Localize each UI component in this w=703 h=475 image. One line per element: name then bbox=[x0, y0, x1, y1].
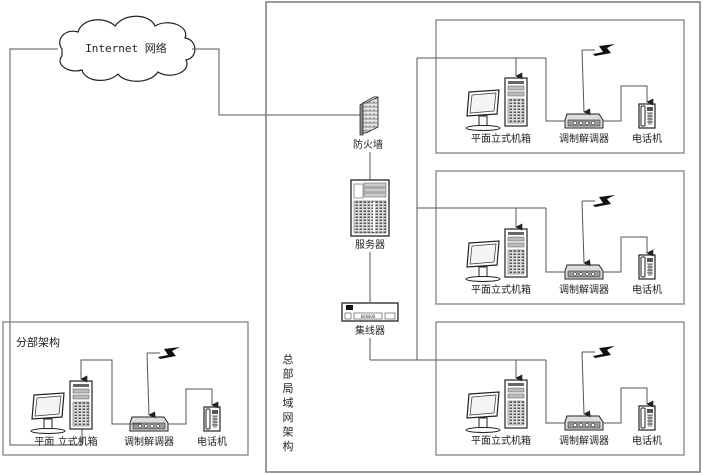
link-modem-phone bbox=[168, 388, 219, 425]
headquarters-label: 总部局域网架构 bbox=[283, 352, 294, 453]
pc-label: 平面立式机箱 bbox=[471, 434, 531, 447]
phone-icon[interactable] bbox=[638, 254, 656, 280]
hq-unit-box-1 bbox=[435, 19, 685, 154]
link-bus-modem bbox=[545, 360, 565, 424]
tower-pc-icon[interactable] bbox=[504, 77, 528, 127]
wireless-signal-icon bbox=[593, 195, 615, 207]
hq-unit-box-3 bbox=[435, 321, 685, 456]
branch-unit: 平面 立式机箱 调制解调器 电话机 bbox=[30, 347, 227, 448]
phone-label: 电话机 bbox=[632, 132, 662, 145]
link-signal-modem bbox=[146, 352, 156, 419]
link-modem-tower bbox=[80, 359, 142, 425]
server-label: 服务器 bbox=[355, 238, 385, 251]
modem-label: 调制解调器 bbox=[559, 132, 609, 145]
link-internet-branch bbox=[9, 48, 83, 446]
pc-label: 平面 立式机箱 bbox=[34, 435, 97, 448]
modem-label: 调制解调器 bbox=[559, 283, 609, 296]
link-signal-modem bbox=[581, 351, 591, 418]
pc-label: 平面立式机箱 bbox=[471, 132, 531, 145]
monitor-icon[interactable] bbox=[30, 392, 66, 435]
hq-2-unit: 平面立式机箱 调制解调器 电话机 bbox=[465, 195, 662, 296]
hq-unit-box-2 bbox=[435, 170, 685, 305]
link-internet-firewall bbox=[192, 48, 362, 116]
phone-label: 电话机 bbox=[632, 283, 662, 296]
tower-pc-icon[interactable] bbox=[69, 380, 93, 430]
link-modem-phone bbox=[603, 387, 654, 424]
link-signal-modem bbox=[581, 200, 591, 267]
monitor-icon[interactable] bbox=[465, 89, 501, 132]
hq-1-unit: 平面立式机箱 调制解调器 电话机 bbox=[465, 44, 662, 145]
tower-pc-icon[interactable] bbox=[504, 228, 528, 278]
phone-label: 电话机 bbox=[632, 434, 662, 447]
firewall[interactable] bbox=[359, 96, 379, 136]
internet-cloud: Internet 网络 bbox=[59, 15, 196, 82]
wireless-signal-icon bbox=[158, 347, 180, 359]
modem-icon[interactable] bbox=[564, 415, 604, 431]
internet-label: Internet 网络 bbox=[85, 41, 167, 55]
link-signal-modem bbox=[581, 49, 591, 116]
branch-label: 分部架构 bbox=[16, 335, 60, 349]
link-bus-modem bbox=[545, 58, 565, 122]
hub-label: 集线器 bbox=[355, 324, 385, 337]
hub[interactable]: 000000 bbox=[341, 302, 399, 322]
server[interactable] bbox=[350, 179, 390, 237]
tower-pc-icon[interactable] bbox=[504, 379, 528, 429]
svg-text:000000: 000000 bbox=[361, 314, 376, 319]
phone-label: 电话机 bbox=[197, 435, 227, 448]
headquarters-box bbox=[265, 1, 701, 473]
monitor-icon[interactable] bbox=[465, 240, 501, 283]
branch-box bbox=[2, 321, 249, 456]
wireless-signal-icon bbox=[593, 346, 615, 358]
hq-3-unit: 平面立式机箱 调制解调器 电话机 bbox=[465, 346, 662, 447]
link-modem-phone bbox=[603, 85, 654, 122]
link-modem-phone bbox=[603, 236, 654, 273]
pc-label: 平面立式机箱 bbox=[471, 283, 531, 296]
wireless-signal-icon bbox=[593, 44, 615, 56]
phone-icon[interactable] bbox=[638, 103, 656, 129]
modem-label: 调制解调器 bbox=[124, 435, 174, 448]
modem-icon[interactable] bbox=[564, 113, 604, 129]
phone-icon[interactable] bbox=[638, 405, 656, 431]
modem-icon[interactable] bbox=[564, 264, 604, 280]
modem-label: 调制解调器 bbox=[559, 434, 609, 447]
monitor-icon[interactable] bbox=[465, 391, 501, 434]
link-bus-modem bbox=[545, 208, 565, 273]
firewall-label: 防火墙 bbox=[353, 138, 383, 151]
phone-icon[interactable] bbox=[203, 406, 221, 432]
